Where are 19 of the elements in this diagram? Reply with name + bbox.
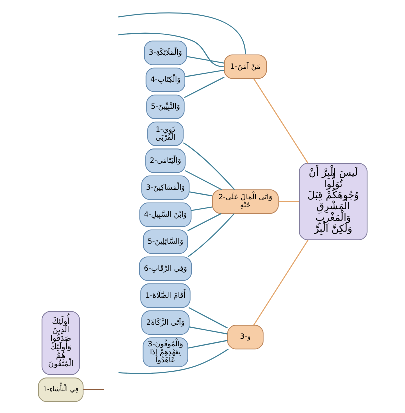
connector <box>188 307 228 329</box>
connector <box>118 12 246 55</box>
connector <box>83 389 104 391</box>
connector <box>184 170 222 190</box>
connector <box>189 192 212 197</box>
connector <box>187 213 234 258</box>
connector <box>187 213 222 232</box>
connector <box>187 340 228 349</box>
connector <box>253 78 308 164</box>
connector <box>184 76 224 98</box>
connector <box>186 56 224 64</box>
connector <box>252 240 308 326</box>
connector <box>278 201 299 202</box>
connector <box>118 348 228 374</box>
connector <box>190 206 212 212</box>
connector <box>184 70 224 78</box>
connector <box>188 326 228 335</box>
node-box: لَيسَ الْبِرَّ أَنْ تُوَلُّوا وُجُوهَكُمْ قِبَلَ الْمَشْرِقِ وَالْمَغْرِبِ وَلَكِنَّ الْبِرَّ <box>298 163 368 240</box>
connector <box>182 142 235 190</box>
